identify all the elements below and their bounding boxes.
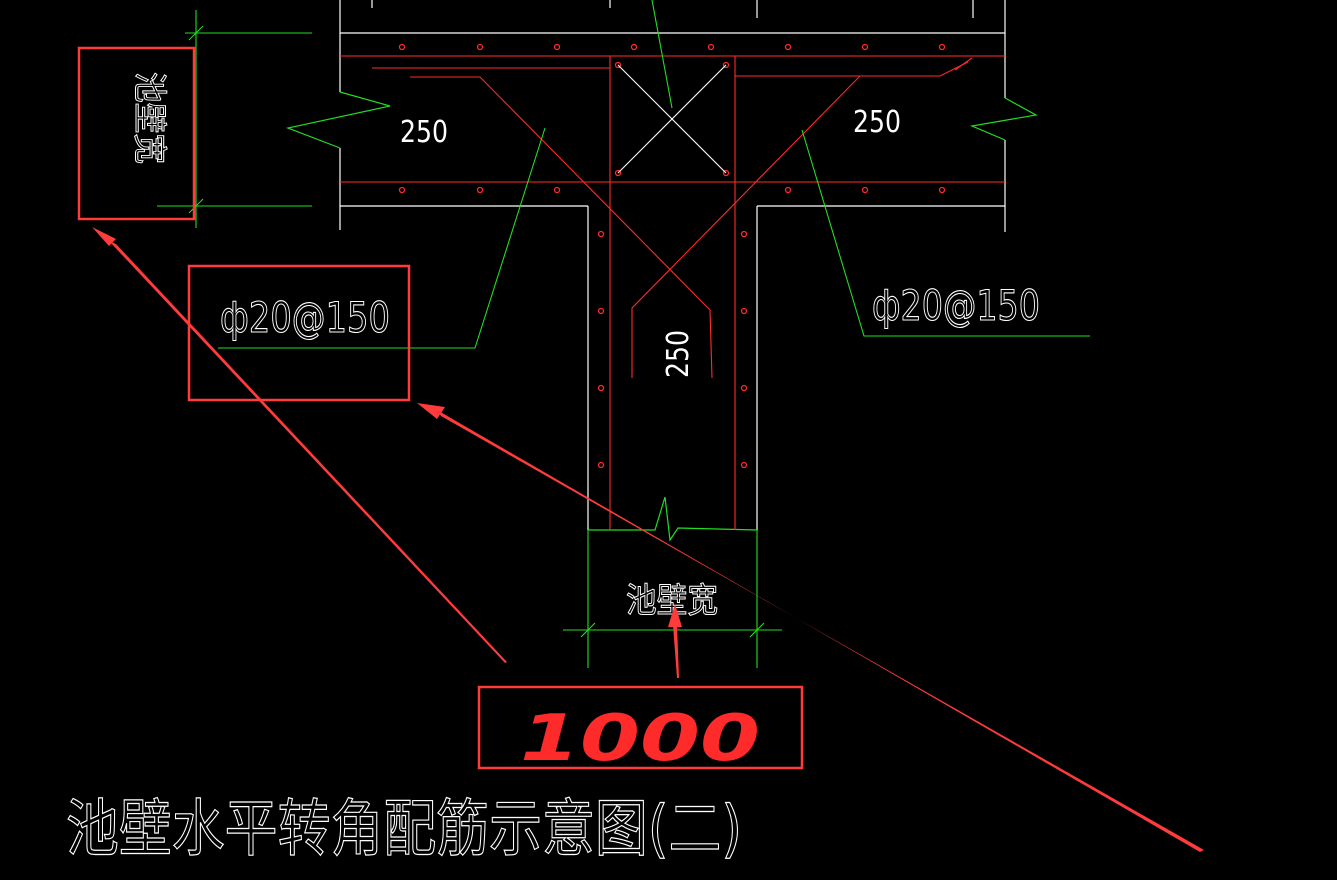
dimension-lines <box>157 0 1090 668</box>
markup-boxes <box>77 46 804 770</box>
core-cross <box>617 64 727 174</box>
markup-arrows <box>92 227 1204 852</box>
markup-box-left-width <box>77 46 196 221</box>
dim-right-flange: 250 <box>853 105 901 140</box>
dim-stem: 250 <box>661 330 696 378</box>
handwritten-value: 1000 <box>520 702 760 776</box>
drawing-title: 池壁水平转角配筋示意图(二) <box>66 792 742 865</box>
arrow-to-left-box <box>92 227 116 246</box>
rebar-spec-left: ф20@150 <box>220 293 390 342</box>
rebar-dots <box>398 43 946 469</box>
markup-box-rebar <box>187 264 411 402</box>
wall-width-label-left: 池壁宽 <box>129 72 169 164</box>
dim-left-flange: 250 <box>400 115 448 150</box>
arrow-to-rebar-box <box>417 403 445 419</box>
wall-outline <box>339 0 1006 530</box>
rebar-spec-right: ф20@150 <box>872 281 1040 330</box>
markup-box-value <box>477 685 804 770</box>
arrow-to-bottom-label <box>668 604 682 627</box>
rebar-lines <box>340 55 1005 530</box>
